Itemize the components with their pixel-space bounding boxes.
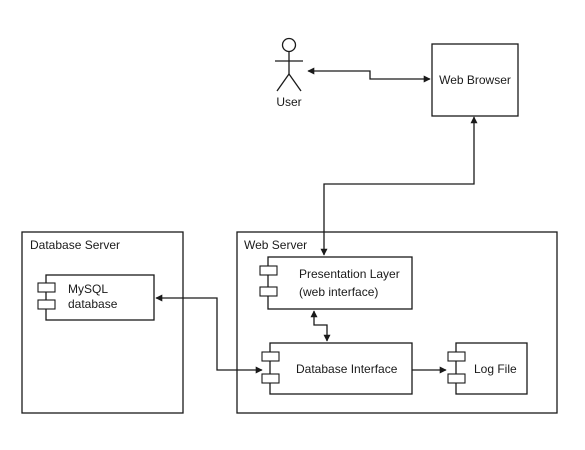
presentation-label-line2: (web interface) [299, 285, 378, 299]
component-tab-icon [447, 373, 466, 384]
mysql-label-line1: MySQL [68, 282, 108, 296]
mysql-component-box [45, 274, 155, 321]
web-server-node: Web Server Presentation Layer (web inter… [236, 231, 558, 414]
dbinterface-mysql-connector [155, 294, 263, 374]
mysql-label-line2: database [68, 297, 118, 311]
web-browser-label: Web Browser [439, 73, 511, 87]
mysql-database-component: MySQL database [37, 274, 155, 321]
presentation-layer-component: Presentation Layer (web interface) [259, 256, 413, 310]
database-server-label: Database Server [30, 238, 120, 252]
user-right-leg [288, 73, 302, 92]
user-head-icon [281, 37, 297, 53]
user-actor: User [275, 37, 303, 109]
user-label: User [276, 95, 301, 109]
log-file-component-box [455, 342, 528, 395]
database-server-node: Database Server MySQL database [21, 231, 184, 414]
component-tab-icon [259, 286, 278, 297]
database-server-box [21, 231, 184, 414]
web-browser-node: Web Browser [431, 43, 519, 117]
log-file-label: Log File [474, 362, 517, 376]
web-server-label: Web Server [244, 238, 307, 252]
user-browser-connector [307, 67, 431, 83]
presentation-component-box [267, 256, 413, 310]
component-tab-icon [447, 351, 466, 362]
component-tab-icon [259, 265, 278, 276]
web-browser-box [431, 43, 519, 117]
presentation-label-line1: Presentation Layer [299, 267, 400, 281]
db-interface-component-box [269, 342, 413, 395]
user-left-leg [276, 73, 290, 92]
log-file-component: Log File [447, 342, 528, 395]
presentation-dbinterface-connector [310, 310, 331, 342]
component-tab-icon [37, 282, 56, 293]
component-tab-icon [37, 299, 56, 310]
component-tab-icon [261, 351, 280, 362]
database-interface-component: Database Interface [261, 342, 413, 395]
db-interface-label: Database Interface [296, 362, 398, 376]
browser-presentation-connector [320, 116, 478, 256]
component-tab-icon [261, 373, 280, 384]
